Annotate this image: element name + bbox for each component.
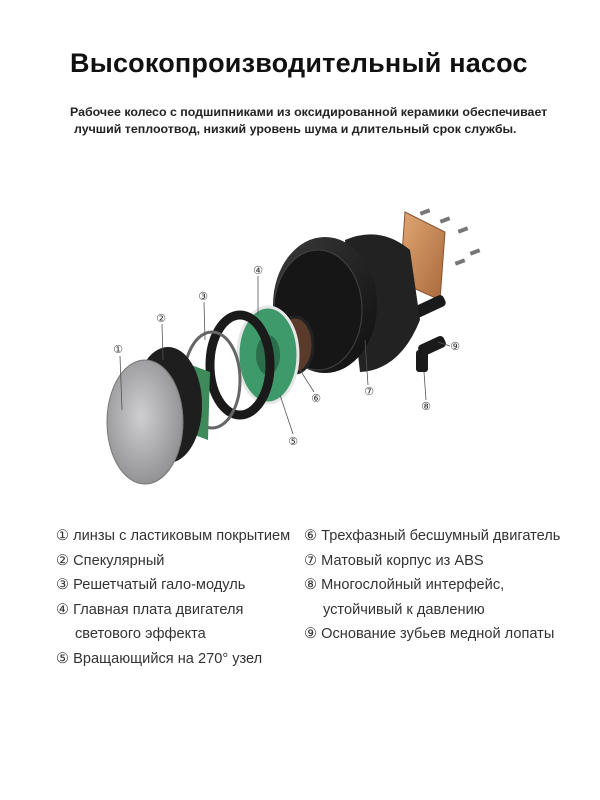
legend-left: ① линзы с ластиковым покрытием ② Спекуля…: [56, 526, 290, 673]
subtitle-line-2: лучший теплоотвод, низкий уровень шума и…: [74, 122, 517, 136]
callout-7: ⑦: [364, 385, 374, 398]
lens: [106, 359, 184, 485]
callout-4: ④: [253, 264, 263, 277]
pump-exploded-illustration: ① ② ③ ④ ⑤ ⑥ ⑦ ⑧ ⑨: [106, 208, 481, 485]
legend-item: ① линзы с ластиковым покрытием: [56, 528, 291, 544]
legend-item: ⑧ Многослойный интерфейс,: [304, 577, 505, 593]
legend-item: ⑥ Трехфазный бесшумный двигатель: [304, 528, 561, 544]
legend-right: ⑥ Трехфазный бесшумный двигатель ⑦ Матов…: [304, 526, 560, 649]
housing: [273, 234, 420, 373]
callout-2: ②: [156, 312, 166, 325]
legend-item: устойчивый к давлению: [323, 601, 485, 618]
callout-3: ③: [198, 290, 208, 303]
legend-item: ⑨ Основание зубьев медной лопаты: [304, 626, 555, 642]
subtitle-line-1: Рабочее колесо с подшипниками из оксидир…: [70, 105, 548, 119]
legend-item: ③ Решетчатый гало-модуль: [56, 577, 246, 593]
callout-5: ⑤: [288, 435, 298, 448]
callout-6: ⑥: [311, 392, 321, 405]
subtitle: Рабочее колесо с подшипниками из оксидир…: [70, 104, 547, 138]
legend-item: светового эффекта: [75, 626, 206, 642]
callout-8: ⑧: [421, 400, 431, 413]
legend-item: ② Спекулярный: [56, 552, 165, 569]
legend-item: ⑤ Вращающийся на 270° узел: [56, 650, 263, 667]
callout-1: ①: [113, 343, 123, 356]
fittings: [412, 295, 446, 372]
callout-9: ⑨: [450, 340, 460, 353]
screws: [419, 208, 481, 266]
page-title: Высокопроизводительный насос: [70, 48, 528, 78]
legend-item: ④ Главная плата двигателя: [56, 601, 244, 618]
leader-lines: [119, 276, 451, 435]
legend-item: ⑦ Матовый корпус из ABS: [304, 552, 484, 569]
